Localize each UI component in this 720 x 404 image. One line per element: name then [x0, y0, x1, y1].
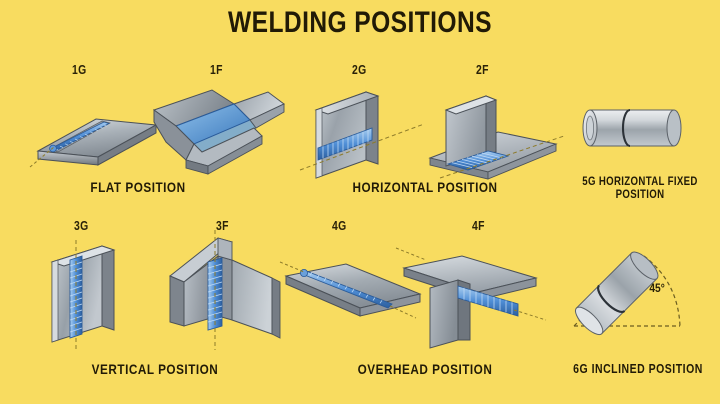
page-title: WELDING POSITIONS: [228, 6, 492, 39]
figure-tag-4f: 4F: [472, 218, 485, 233]
figure-4f: [395, 240, 547, 350]
figure-4g: [279, 250, 430, 340]
figure-tag-2f: 2F: [476, 62, 489, 77]
caption-horizontal: HORIZONTAL POSITION: [352, 179, 498, 195]
angle-label-45: 45°: [649, 281, 665, 295]
figure-3f: [160, 230, 290, 350]
figure-tag-4g: 4G: [332, 218, 347, 233]
caption-overhead: OVERHEAD POSITION: [357, 361, 493, 377]
figure-tag-2g: 2G: [352, 62, 367, 77]
caption-5g-line1: 5G HORIZONTAL FIXED: [582, 176, 698, 188]
figure-1g: [29, 95, 170, 175]
caption-vertical: VERTICAL POSITION: [91, 361, 219, 377]
figure-2f: [424, 82, 565, 182]
figure-6g-pipe: [560, 232, 700, 352]
figure-3g: [40, 240, 150, 350]
figure-2g: [299, 82, 430, 182]
caption-6g: 6G INCLINED POSITION: [573, 362, 703, 376]
figure-5g-pipe: [578, 98, 688, 158]
figure-tag-3g: 3G: [74, 218, 89, 233]
figure-tag-3f: 3F: [216, 218, 229, 233]
caption-flat: FLAT POSITION: [90, 179, 186, 195]
figure-tag-1g: 1G: [72, 62, 87, 77]
figure-1f: [150, 82, 290, 182]
caption-5g-line2: POSITION: [615, 189, 665, 201]
figure-tag-1f: 1F: [210, 62, 223, 77]
